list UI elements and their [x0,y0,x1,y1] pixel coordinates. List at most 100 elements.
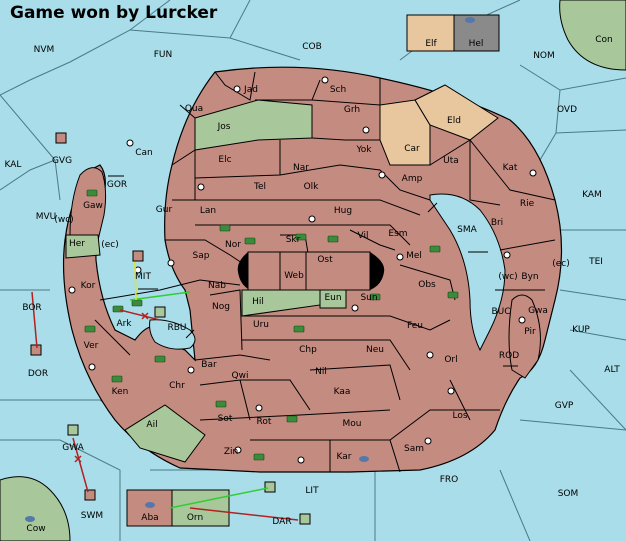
land-label-jad: Jad [243,85,258,95]
land-label-tel: Tel [253,182,266,192]
land-aba[interactable] [126,489,173,527]
land-label-mou: Mou [343,419,362,429]
land-label-ver: Ver [84,341,99,351]
land-label-uru: Uru [253,320,269,330]
land-label-nor: Nor [225,240,241,250]
legend-label-elf: Elf [425,39,437,49]
land-label-qwi: Qwi [232,371,249,381]
sea-label-rod: ROD [499,351,519,361]
supply-centers [68,76,537,464]
land-label-her: Her [69,239,85,249]
sea-label-fun: FUN [154,50,173,60]
land-label-rot: Rot [257,417,272,427]
sea-label-dar: DAR [272,517,291,527]
sea-label-nvm: NVM [34,45,55,55]
sea-rbu[interactable] [149,319,196,350]
game-result-title: Game won by Lurcker [10,3,218,23]
land-label-hug: Hug [334,206,352,216]
sea-label-mit: MIT [135,272,151,282]
land-gaw[interactable] [69,167,107,241]
land-label-eun: Eun [324,293,341,303]
land-label-sam: Sam [404,444,424,454]
land-label-nil: Nil [315,367,327,377]
sea-label-gvg: GVG [52,156,72,166]
land-ail[interactable] [124,404,206,463]
land-label-obs: Obs [418,280,436,290]
land-label-ail: Ail [146,420,157,430]
land-con[interactable] [559,0,626,71]
land-pir[interactable] [508,294,541,379]
land-label-bri: Bri [491,218,503,228]
move-orders [31,261,299,521]
land-label-orn: Orn [187,513,203,523]
land-label-sun: Sun [360,293,377,303]
sea-label-wc: (wc) [54,215,73,225]
fleet-units [25,17,475,525]
land-label-yok: Yok [355,145,372,155]
legend-hel [453,14,500,52]
sea-label-alt: ALT [604,365,620,375]
land-label-olk: Olk [304,182,320,192]
land-label-ark: Ark [116,319,132,329]
land-label-hil: Hil [252,297,264,307]
land-label-vil: Vil [358,231,369,241]
sea-label-sma: SMA [457,225,477,235]
land-label-amp: Amp [402,174,423,184]
land-label-los: Los [452,411,467,421]
land-label-kor: Kor [81,281,96,291]
sea-label-swm: SWM [81,511,103,521]
sea-label-kam: KAM [582,190,602,200]
land-label-rie: Rie [520,199,535,209]
land-label-chr: Chr [169,381,185,391]
land-label-skr: Skr [286,235,301,245]
sea-label-tei: TEI [588,257,603,267]
land-label-kat: Kat [503,163,518,173]
land-label-nab: Nab [208,281,226,291]
land-label-sch: Sch [330,85,346,95]
land-orn[interactable] [171,489,230,527]
land-her[interactable] [65,234,101,259]
land-label-uta: Uta [443,156,459,166]
sea-label-ec: (ec) [552,259,570,269]
land-label-mel: Mel [406,251,422,261]
sea-label-lit: LIT [305,486,319,496]
land-label-bar: Bar [201,360,217,370]
sea-label-ec: (ec) [101,240,119,250]
center-region[interactable] [247,251,371,291]
center-cap-left [237,252,250,290]
land-label-kar: Kar [337,452,352,462]
land-label-ken: Ken [112,387,129,397]
center-cap-right [370,252,385,290]
territory-borders [94,71,556,473]
land-eld[interactable] [414,84,499,141]
sea-label-con: Con [595,35,613,45]
land-label-gur: Gur [156,205,173,215]
land-label-jos: Jos [217,122,231,132]
sea-sma[interactable] [429,193,506,352]
land-label-nog: Nog [212,302,230,312]
sea-label-rbu: RBU [167,323,186,333]
sea-label-wc: (wc) [498,272,517,282]
sea-label-gwa: GWA [62,443,84,453]
land-label-qua: Qua [185,104,203,114]
land-label-can: Can [135,148,153,158]
land-cow[interactable] [0,476,71,541]
land-label-ost: Ost [317,255,333,265]
army-units [84,189,459,461]
sea-label-kup: KUP [572,325,590,335]
land-label-pir: Pir [524,327,536,337]
sea-label-cob: COB [302,42,322,52]
land-label-eld: Eld [447,116,461,126]
land-label-kaa: Kaa [334,387,351,397]
land-label-sot: Sot [218,414,233,424]
legend-elf [406,14,455,52]
land-label-zin: Zin [224,447,238,457]
land-label-web: Web [284,271,304,281]
sea-label-cow: Cow [26,524,45,534]
land-label-car: Car [404,144,420,154]
land-label-gaw: Gaw [83,201,103,211]
